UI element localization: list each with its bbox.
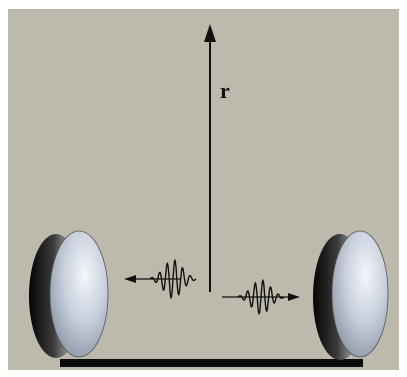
axis-label-r: r [220,78,230,103]
base-plate [60,359,363,367]
r-axis-arrow [204,24,216,292]
left-mirror [29,230,109,358]
right-mirror [313,230,389,360]
right-wave-packet [222,278,300,316]
left-wave-packet [124,258,197,300]
